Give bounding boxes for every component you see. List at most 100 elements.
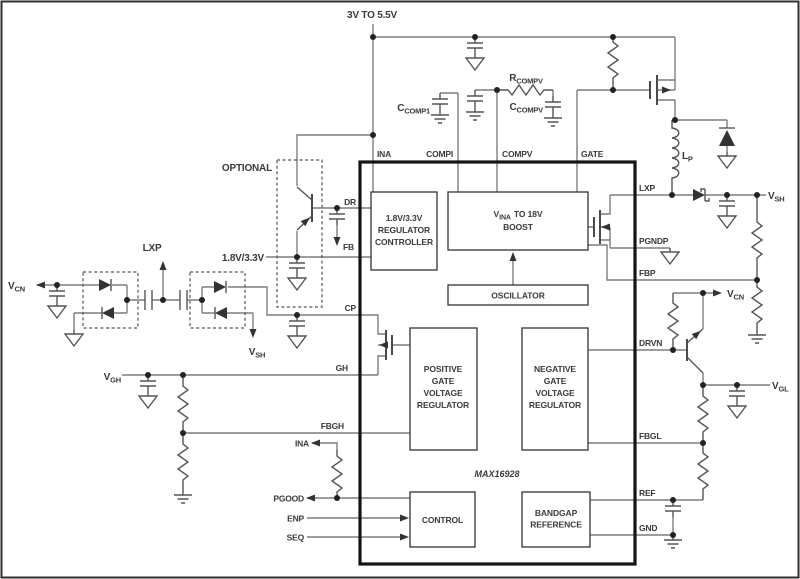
optional-label: OPTIONAL <box>222 163 272 174</box>
ccomp1-label: CCOMP1 <box>397 103 430 116</box>
neg-reg-line4: REGULATOR <box>529 400 581 410</box>
regulator-controller-line1: 1.8V/3.3V <box>386 213 423 223</box>
reg-output-label: 1.8V/3.3V <box>222 253 265 264</box>
oscillator-label: OSCILLATOR <box>491 291 544 301</box>
block-positive-gate-regulator <box>409 327 478 451</box>
ccompv-label: CCOMPV <box>509 102 543 115</box>
pin-label-drvn: DRVN <box>639 338 662 348</box>
pmos-positive-reg <box>379 330 393 360</box>
resistor-vgh-divider-top <box>176 375 190 433</box>
control-label: CONTROL <box>422 515 463 525</box>
pin-label-gate: GATE <box>581 149 604 159</box>
catch-diode <box>719 127 735 146</box>
vsh-right-label: VSH <box>768 191 785 204</box>
block-boost <box>447 191 589 251</box>
vsh-sub2: SH <box>774 195 784 204</box>
resistor-vsh-divider-top <box>750 195 764 280</box>
neg-reg-line1: NEGATIVE <box>534 364 576 374</box>
ground-compv-cap <box>465 106 485 121</box>
vgh-main: V <box>104 372 111 383</box>
neg-reg-line3: VOLTAGE <box>535 388 575 398</box>
pin-label-fb: FB <box>343 242 354 252</box>
pin-label-fbgh: FBGH <box>321 421 344 431</box>
vsh-main2: V <box>768 191 775 202</box>
ground-vgh-cap <box>138 391 158 409</box>
vgh-sub: GH <box>110 376 121 385</box>
vgl-sub: GL <box>778 385 789 394</box>
vgl-main: V <box>772 381 779 392</box>
ground-catch-diode <box>717 151 737 169</box>
ccomp1-main: C <box>397 103 404 114</box>
pin-label-compv: COMPV <box>502 149 533 159</box>
ccomp1-sub: COMP1 <box>404 107 430 116</box>
wire-right-section <box>588 79 770 536</box>
resistor-vsh-divider-bottom <box>750 280 764 330</box>
rcompv-sub: COMPV <box>516 77 543 86</box>
pin-label-gnd: GND <box>639 523 657 533</box>
block-oscillator <box>447 284 589 306</box>
resistor-vgl-divider-bottom <box>696 443 710 500</box>
junction-dots <box>54 34 760 538</box>
inductor-lp <box>671 120 680 195</box>
pin-label-compi: COMPI <box>426 149 453 159</box>
resistor-vgh-divider-bottom <box>176 433 190 490</box>
optional-box <box>276 159 323 308</box>
capacitor-ccompv <box>544 95 562 114</box>
vsh-sub: SH <box>255 351 265 360</box>
boost-ina-sub: INA <box>499 215 511 222</box>
schottky-diode-vsh <box>693 188 710 202</box>
diode-pump1-bottom <box>101 307 114 319</box>
pin-label-cp: CP <box>345 303 357 313</box>
arrow-vsh-down <box>249 329 257 338</box>
pos-reg-line1: POSITIVE <box>424 364 463 374</box>
arrow-seq <box>400 533 409 541</box>
pnp-pass-transistor <box>296 186 313 231</box>
ccompv-sub: COMPV <box>516 106 543 115</box>
pin-label-gh: GH <box>336 363 348 373</box>
supply-label: 3V TO 5.5V <box>347 10 398 21</box>
arrow-fb-down <box>333 237 341 246</box>
arrow-vcn-left <box>36 281 45 289</box>
pin-label-lxp: LXP <box>639 183 655 193</box>
vcn-main2: V <box>727 289 734 300</box>
block-bandgap-reference <box>521 491 591 548</box>
vsh-bottom-label: VSH <box>249 347 266 360</box>
boost-rest: TO 18V <box>514 209 543 219</box>
vgh-label: VGH <box>104 372 121 385</box>
capacitor-pump2 <box>179 290 188 310</box>
pmos-input-switch <box>649 75 671 105</box>
vcn-right-label: VCN <box>727 289 744 302</box>
resistor-vgl-divider-top <box>696 385 710 443</box>
rcompv-label: RCOMPV <box>509 73 543 86</box>
lp-label: LP <box>682 151 693 164</box>
vcn-main: V <box>8 281 15 292</box>
resistor-drvn-base <box>666 293 680 350</box>
chip-outline <box>358 160 637 566</box>
ground-cp-cap <box>287 331 307 349</box>
ground-ccompv <box>543 112 563 127</box>
vgl-label: VGL <box>772 381 789 394</box>
labels: 3V TO 5.5V 1.8V/3.3V REGULATOR CONTROLLE… <box>8 10 789 543</box>
ground-vgh-divider <box>173 489 193 504</box>
components <box>36 36 767 549</box>
vcn-left-label: VCN <box>8 281 25 294</box>
ground-fbp-divider <box>747 329 767 344</box>
bandgap-line2: REFERENCE <box>530 520 582 530</box>
pin-label-ina: INA <box>377 149 391 159</box>
ground-vsh-cap <box>717 211 737 229</box>
ground-vcn-cap <box>47 301 67 319</box>
lxp-net-label: LXP <box>143 243 162 254</box>
boost-line2: BOOST <box>503 222 534 232</box>
vcn-sub: CN <box>14 285 24 294</box>
resistor-rcompv <box>497 83 553 97</box>
block-negative-gate-regulator <box>521 327 589 451</box>
lp-main: L <box>682 151 688 162</box>
pin-label-fbgl: FBGL <box>639 431 661 441</box>
chip-border <box>358 160 637 566</box>
ground-ccomp1 <box>430 109 450 124</box>
diode-pump1-top <box>99 279 112 291</box>
label-ina-pullup: INA <box>295 439 309 449</box>
